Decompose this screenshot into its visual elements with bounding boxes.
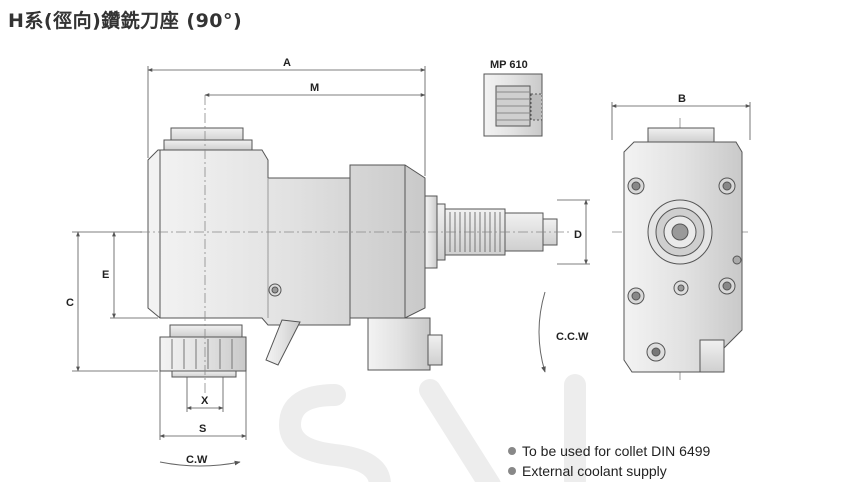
dim-label-b: B xyxy=(678,93,686,105)
mp-label: MP 610 xyxy=(490,59,528,71)
note-collet: To be used for collet DIN 6499 xyxy=(508,443,710,459)
dim-label-c: C xyxy=(66,297,74,309)
front-view xyxy=(623,127,743,373)
ccw-label: C.C.W xyxy=(556,331,589,343)
dim-label-x: X xyxy=(201,395,209,407)
cw-label: C.W xyxy=(186,454,208,466)
rotation-arrows xyxy=(159,291,546,467)
note-coolant: External coolant supply xyxy=(508,463,667,479)
watermark xyxy=(278,374,586,482)
mp610-detail xyxy=(483,73,543,137)
dim-label-e: E xyxy=(102,269,109,281)
dim-label-d: D xyxy=(574,229,582,241)
dimension-lines xyxy=(72,66,751,440)
dim-label-s: S xyxy=(199,423,206,435)
side-view xyxy=(147,127,558,378)
dim-label-m: M xyxy=(310,82,319,94)
dim-label-a: A xyxy=(283,57,291,69)
page-title: H系(徑向)鑽銑刀座 (90°) xyxy=(8,10,243,32)
bullet-icon xyxy=(508,467,516,476)
bullet-icon xyxy=(508,447,516,456)
